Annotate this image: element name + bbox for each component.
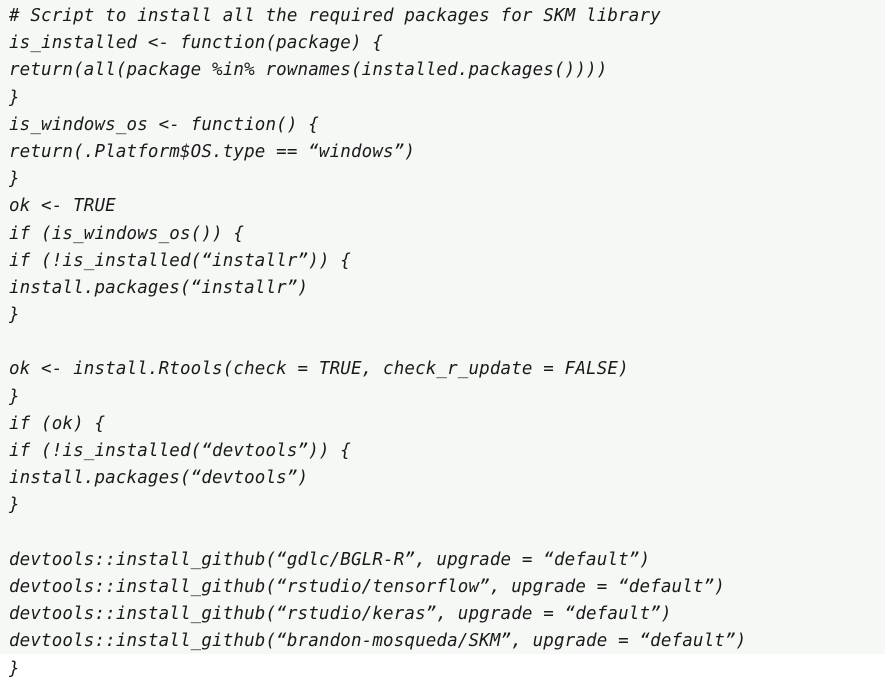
code-line: is_windows_os <- function() { [9, 114, 319, 135]
code-line: } [9, 87, 20, 108]
code-line: } [9, 495, 20, 516]
code-line: } [9, 169, 20, 190]
code-line: if (is_windows_os()) { [9, 223, 245, 244]
code-line-blank [9, 520, 746, 547]
code-line: devtools::install_github(“brandon-mosque… [9, 631, 747, 652]
code-line: } [9, 386, 20, 407]
code-line-blank [9, 329, 746, 356]
code-line: if (!is_installed(“installr”)) { [9, 250, 351, 271]
code-block: # Script to install all the required pac… [9, 6, 747, 679]
code-line: } [9, 305, 20, 326]
code-line-comment: # Script to install all the required pac… [9, 6, 661, 26]
code-line: return(.Platform$OS.type == “windows”) [9, 141, 416, 162]
code-line: ok <- TRUE [9, 196, 116, 217]
code-line: is_installed <- function(package) { [9, 33, 384, 54]
code-line: ok <- install.Rtools(check = TRUE, check… [9, 359, 629, 380]
code-line: install.packages(“installr”) [9, 277, 309, 298]
code-line: devtools::install_github(“gdlc/BGLR-R”, … [9, 549, 651, 570]
code-line: } [9, 658, 20, 679]
code-line: return(all(package %in% rownames(install… [9, 60, 608, 81]
code-line: if (!is_installed(“devtools”)) { [9, 441, 351, 461]
code-lines: # Script to install all the required pac… [9, 3, 746, 683]
code-line: devtools::install_github(“rstudio/tensor… [9, 576, 725, 597]
code-line: devtools::install_github(“rstudio/keras”… [9, 604, 672, 625]
code-line: if (ok) { [9, 413, 106, 434]
code-line: install.packages(“devtools”) [9, 468, 309, 489]
